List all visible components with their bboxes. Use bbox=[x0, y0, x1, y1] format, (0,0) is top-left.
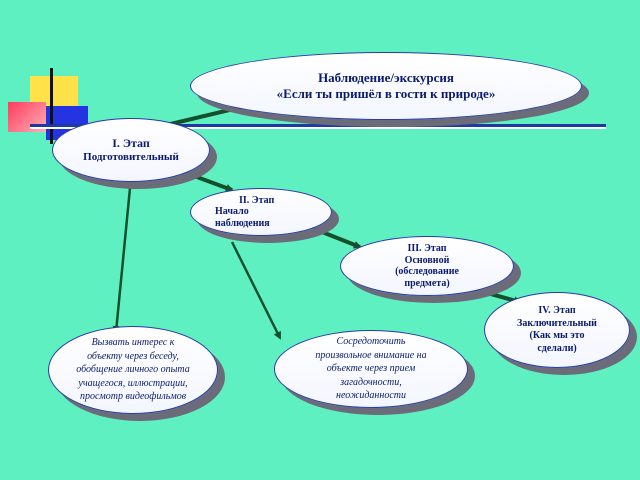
arrow-stage1-to-note1 bbox=[112, 187, 132, 334]
arrow-stage2-to-stage3 bbox=[311, 226, 362, 249]
stage-3-line-4: предмета) bbox=[404, 277, 450, 289]
note-1-line-5: просмотр видеофильмов bbox=[79, 391, 187, 403]
note-2-line-4: загадочности, bbox=[340, 376, 402, 388]
title-node: Наблюдение/экскурсия «Если ты пришёл в г… bbox=[190, 52, 582, 120]
note-1-line-2: объекту через беседу, bbox=[87, 350, 179, 362]
note-1-line-1: Вызвать интерес к bbox=[91, 337, 175, 349]
arrow-stage1-to-stage2 bbox=[177, 168, 234, 192]
stage-2-node: II. Этап Начало наблюдения bbox=[190, 188, 332, 236]
stage-4-node: IV. Этап Заключительный (Как мы это сдел… bbox=[484, 292, 630, 368]
note-2-node: Сосредоточить произвольное внимание на о… bbox=[274, 330, 468, 408]
stage-3-title: III. Этап bbox=[407, 243, 447, 254]
title-line-1: Наблюдение/экскурсия bbox=[318, 69, 454, 85]
note-2-line-1: Сосредоточить bbox=[336, 336, 406, 348]
note-2-line-5: неожиданности bbox=[336, 390, 406, 402]
note-1-line-4: учащегося, иллюстрации, bbox=[78, 377, 188, 389]
stage-4-line-4: сделали) bbox=[537, 342, 577, 354]
stage-1-node: I. Этап Подготовительный bbox=[52, 118, 210, 182]
note-2-line-3: объекте через прием bbox=[326, 363, 416, 375]
stage-2-title: II. Этап bbox=[239, 194, 275, 206]
title-line-2: «Если ты пришёл в гости к природе» bbox=[276, 86, 496, 101]
stage-4-line-3: (Как мы это bbox=[529, 330, 585, 341]
stage-4-title: IV. Этап bbox=[538, 305, 576, 316]
deco-vertical-line bbox=[50, 68, 53, 144]
stage-1-subtitle: Подготовительный bbox=[83, 150, 179, 163]
note-1-line-3: обобщение личного опыта bbox=[76, 364, 190, 376]
stage-3-line-2: Основной bbox=[404, 254, 450, 266]
deco-horizontal-line-highlight bbox=[30, 127, 606, 129]
stage-2-line-3: наблюдения bbox=[215, 217, 270, 229]
stage-3-node: III. Этап Основной (обследование предмет… bbox=[340, 236, 514, 296]
note-1-node: Вызвать интерес к объекту через беседу, … bbox=[48, 326, 218, 414]
stage-2-line-2: Начало bbox=[215, 206, 249, 218]
arrow-stage2-to-note2 bbox=[230, 241, 282, 340]
deco-horizontal-line bbox=[30, 124, 606, 127]
stage-1-title: I. Этап bbox=[112, 135, 150, 150]
stage-3-line-3: (обследование bbox=[395, 266, 459, 277]
note-2-line-2: произвольное внимание на bbox=[315, 349, 427, 361]
stage-4-line-2: Заключительный bbox=[517, 317, 597, 329]
